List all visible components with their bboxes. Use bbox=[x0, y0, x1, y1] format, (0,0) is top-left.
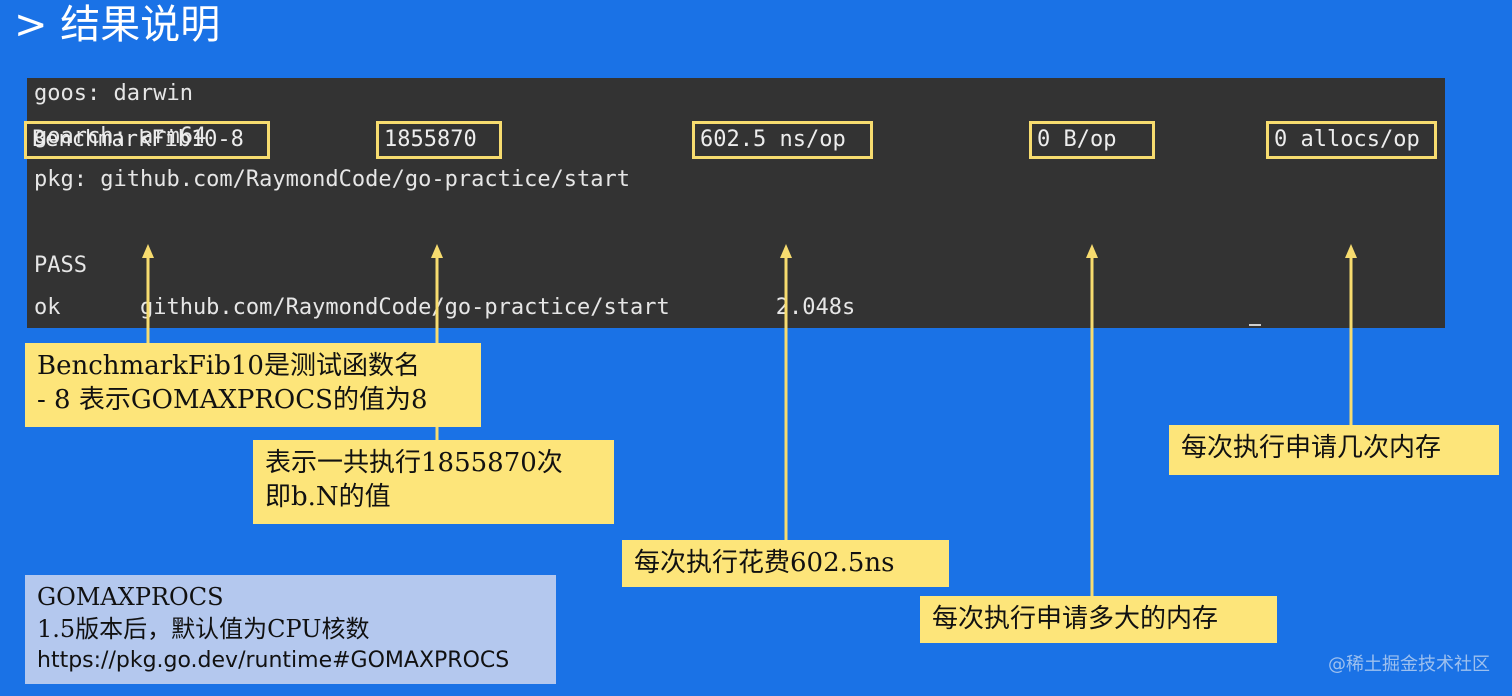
terminal-cursor bbox=[1249, 324, 1261, 326]
note-link: https://pkg.go.dev/runtime#GOMAXPROCS bbox=[37, 648, 510, 673]
callout-allocs-per-op-text: 每次执行申请几次内存 bbox=[1181, 433, 1442, 463]
terminal-output: goos: darwin goarch: arm64 pkg: github.c… bbox=[27, 78, 1445, 328]
callout-ns-per-op-text: 每次执行花费602.5ns bbox=[634, 548, 895, 578]
note-title: GOMAXPROCS bbox=[37, 583, 224, 611]
callout-iterations-line1: 表示一共执行1855870次 bbox=[265, 448, 563, 478]
callout-bytes-per-op-text: 每次执行申请多大的内存 bbox=[932, 604, 1219, 634]
slide-title: > 结果说明 bbox=[14, 2, 221, 48]
benchmark-name-highlight: BenchmarkFib10-8 bbox=[24, 121, 270, 159]
note-default: 1.5版本后，默认值为CPU核数 bbox=[37, 615, 370, 643]
terminal-line-goos: goos: darwin bbox=[34, 81, 193, 106]
allocs-per-op-highlight: 0 allocs/op bbox=[1266, 121, 1437, 159]
terminal-line-pass: PASS bbox=[34, 253, 87, 278]
callout-iterations: 表示一共执行1855870次 即b.N的值 bbox=[253, 440, 614, 524]
callout-benchmark-name-line2: - 8 表示GOMAXPROCS的值为8 bbox=[37, 385, 428, 415]
watermark: @稀土掘金技术社区 bbox=[1328, 654, 1490, 675]
callout-benchmark-name: BenchmarkFib10是测试函数名 - 8 表示GOMAXPROCS的值为… bbox=[25, 343, 481, 427]
terminal-line-goarch: goarch: arm64 bbox=[34, 124, 207, 149]
iterations-highlight: 1855870 bbox=[376, 121, 502, 159]
callout-iterations-line2: 即b.N的值 bbox=[265, 482, 391, 512]
ns-per-op-highlight: 602.5 ns/op bbox=[692, 121, 873, 159]
callout-ns-per-op: 每次执行花费602.5ns bbox=[622, 540, 949, 587]
terminal-line-ok: ok github.com/RaymondCode/go-practice/st… bbox=[34, 295, 856, 320]
gomaxprocs-note: GOMAXPROCS 1.5版本后，默认值为CPU核数 https://pkg.… bbox=[25, 575, 556, 684]
bytes-per-op-highlight: 0 B/op bbox=[1029, 121, 1155, 159]
callout-benchmark-name-line1: BenchmarkFib10是测试函数名 bbox=[37, 351, 420, 381]
callout-allocs-per-op: 每次执行申请几次内存 bbox=[1169, 425, 1499, 475]
callout-bytes-per-op: 每次执行申请多大的内存 bbox=[920, 596, 1277, 643]
terminal-line-pkg: pkg: github.com/RaymondCode/go-practice/… bbox=[34, 167, 631, 192]
